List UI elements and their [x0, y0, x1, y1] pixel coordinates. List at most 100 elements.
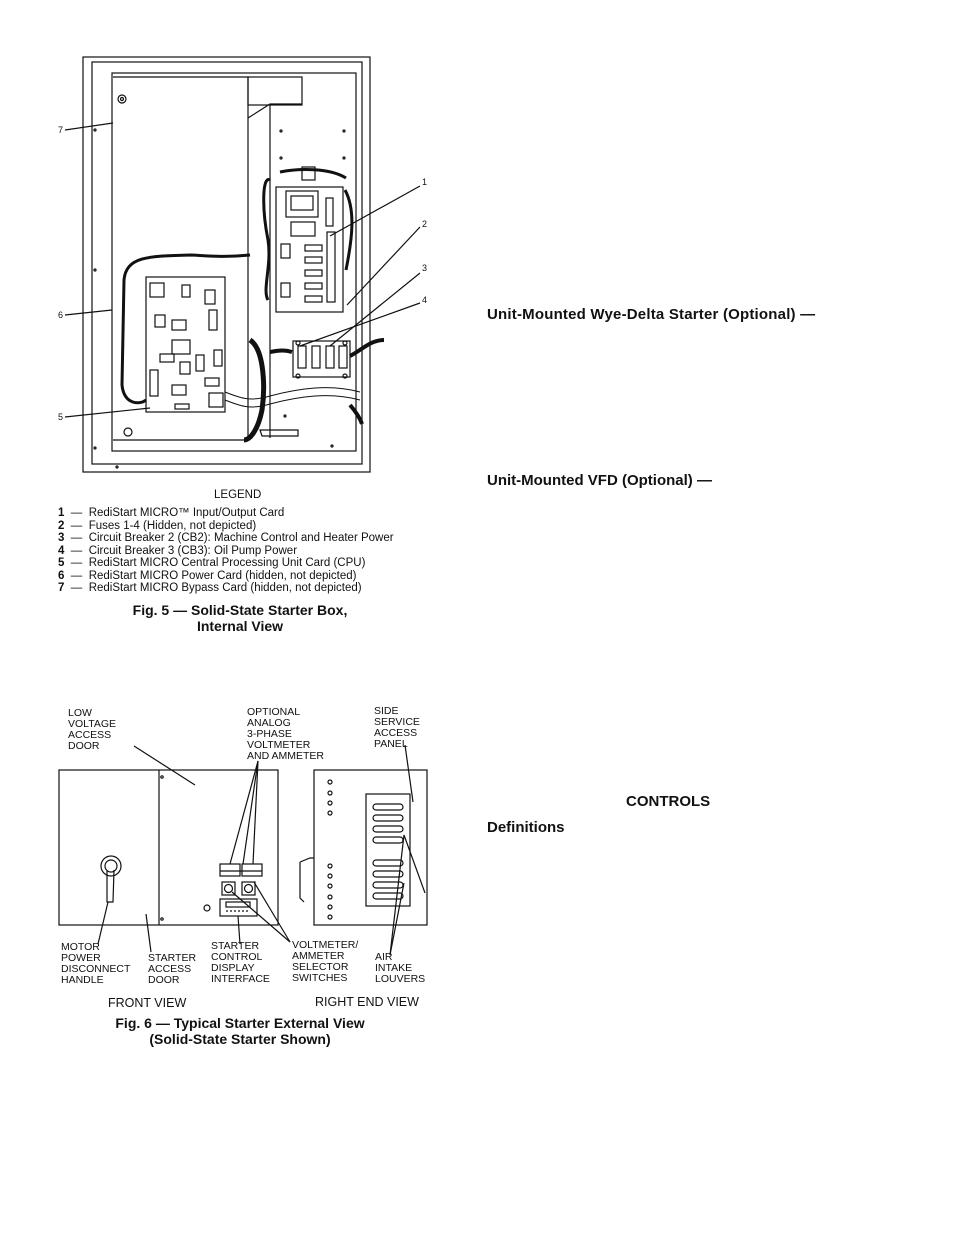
front-view-cabinet [58, 769, 279, 926]
legend-dash: — [70, 544, 83, 557]
label-motor-disconnect-handle: MOTOR POWER DISCONNECT HANDLE [61, 942, 130, 986]
label-line: SELECTOR [292, 961, 349, 973]
label-line: DISPLAY [211, 962, 255, 974]
wye-delta-heading: Unit-Mounted Wye-Delta Starter (Optional… [487, 306, 816, 323]
cpu-card [145, 276, 226, 413]
label-air-intake-louvers: AIR INTAKE LOUVERS [375, 952, 425, 985]
ammeter [241, 863, 263, 877]
label-line: HANDLE [61, 974, 104, 986]
label-low-voltage-door: LOW VOLTAGE ACCESS DOOR [68, 708, 116, 752]
label-line: STARTER [148, 952, 197, 964]
label-line: AND AMMETER [247, 750, 325, 762]
fig6-caption-line2: (Solid-State Starter Shown) [149, 1031, 331, 1047]
label-line: AMMETER [292, 950, 345, 962]
legend-num: 4 [58, 544, 65, 557]
legend-dash: — [70, 582, 83, 594]
label-line: DOOR [68, 740, 100, 752]
fig5-caption-line1: Fig. 5 — Solid-State Starter Box, [132, 602, 348, 618]
callout-2: 2 [422, 219, 428, 229]
legend-num: 1 [58, 507, 65, 519]
circuit-breakers [292, 340, 351, 378]
legend-num: 3 [58, 532, 65, 544]
label-line: VOLTMETER [247, 739, 311, 751]
legend-dash: — [70, 519, 83, 532]
legend-num: 7 [58, 582, 65, 594]
callout-4: 4 [422, 295, 428, 305]
legend-text: Fuses 1-4 (Hidden, not depicted) [88, 519, 257, 532]
label-line: 3-PHASE [247, 728, 292, 740]
definitions-heading: Definitions [487, 819, 565, 836]
right-end-view-cabinet [313, 769, 428, 926]
label-line: INTAKE [375, 962, 413, 974]
label-line: ACCESS [68, 729, 112, 741]
callout-5: 5 [58, 412, 64, 422]
label-line: SERVICE [374, 716, 420, 728]
legend-text: Circuit Breaker 2 (CB2): Machine Control… [88, 532, 394, 544]
label-side-service-panel: SIDE SERVICE ACCESS PANEL [374, 706, 420, 750]
label-line: VOLTMETER/ [292, 939, 359, 951]
legend-title: LEGEND [214, 489, 262, 501]
fig6-caption: Fig. 6 — Typical Starter External View (… [70, 1015, 410, 1047]
label-line: STARTER [211, 940, 260, 952]
legend-text: Circuit Breaker 3 (CB3): Oil Pump Power [88, 544, 298, 557]
label-starter-access-door: STARTER ACCESS DOOR [148, 953, 196, 986]
label-line: LOW [68, 707, 92, 719]
fig5-caption: Fig. 5 — Solid-State Starter Box, Intern… [90, 602, 390, 634]
legend-num: 2 [58, 519, 65, 532]
label-line: SWITCHES [292, 972, 348, 984]
cabinet-inner-frame [91, 61, 363, 465]
legend-item: 7 — RediStart MICRO Bypass Card (hidden,… [58, 582, 394, 595]
right-end-view-label: RIGHT END VIEW [315, 995, 419, 1009]
legend-item: 5 — RediStart MICRO Central Processing U… [58, 557, 394, 570]
label-control-display: STARTER CONTROL DISPLAY INTERFACE [211, 941, 270, 985]
legend-text: RediStart MICRO Bypass Card (hidden, not… [88, 582, 362, 594]
bypass-panel [113, 76, 249, 441]
label-line: SIDE [374, 705, 399, 717]
fig5-caption-line2: Internal View [196, 618, 284, 634]
legend-item: 1 — RediStart MICRO™ Input/Output Card [58, 507, 394, 520]
io-card [275, 186, 344, 313]
controls-heading: CONTROLS [626, 793, 711, 810]
label-line: MOTOR [61, 941, 100, 953]
legend-num: 5 [58, 557, 65, 569]
label-line: INTERFACE [211, 973, 270, 985]
label-line: LOUVERS [375, 973, 426, 985]
legend-dash: — [70, 569, 83, 582]
front-view-label: FRONT VIEW [108, 996, 187, 1010]
label-line: CONTROL [211, 951, 263, 963]
callout-7: 7 [58, 125, 64, 135]
fig6-caption-line1: Fig. 6 — Typical Starter External View [115, 1015, 365, 1031]
legend-item: 6 — RediStart MICRO Power Card (hidden, … [58, 570, 394, 583]
legend-dash: — [70, 507, 83, 519]
label-line: VOLTAGE [68, 718, 117, 730]
label-analog-meters: OPTIONAL ANALOG 3-PHASE VOLTMETER AND AM… [247, 707, 324, 762]
label-line: DOOR [148, 974, 180, 986]
vfd-heading: Unit-Mounted VFD (Optional) — [487, 472, 712, 489]
cabinet-outer-frame [82, 56, 371, 473]
label-line: DISCONNECT [61, 963, 131, 975]
legend-text: RediStart MICRO™ Input/Output Card [88, 507, 285, 519]
legend-num: 6 [58, 569, 65, 582]
label-line: POWER [61, 952, 101, 964]
label-line: ANALOG [247, 717, 291, 729]
disconnect-handle-base [100, 855, 122, 877]
label-line: OPTIONAL [247, 706, 301, 718]
voltmeter [219, 863, 241, 877]
label-line: PANEL [374, 738, 408, 750]
callout-3: 3 [422, 263, 428, 273]
legend-text: RediStart MICRO Central Processing Unit … [88, 557, 366, 569]
label-selector-switches: VOLTMETER/ AMMETER SELECTOR SWITCHES [292, 940, 358, 984]
label-line: ACCESS [374, 727, 418, 739]
callout-6: 6 [58, 310, 64, 320]
legend-item: 3 — Circuit Breaker 2 (CB2): Machine Con… [58, 532, 394, 545]
callout-1: 1 [422, 177, 428, 187]
label-line: ACCESS [148, 963, 192, 975]
legend-dash: — [70, 557, 83, 569]
legend-item: 2 — Fuses 1-4 (Hidden, not depicted) [58, 520, 394, 533]
legend-text: RediStart MICRO Power Card (hidden, not … [88, 569, 357, 582]
label-line: AIR [375, 951, 393, 963]
legend-item: 4 — Circuit Breaker 3 (CB3): Oil Pump Po… [58, 545, 394, 558]
legend-dash: — [70, 532, 83, 544]
